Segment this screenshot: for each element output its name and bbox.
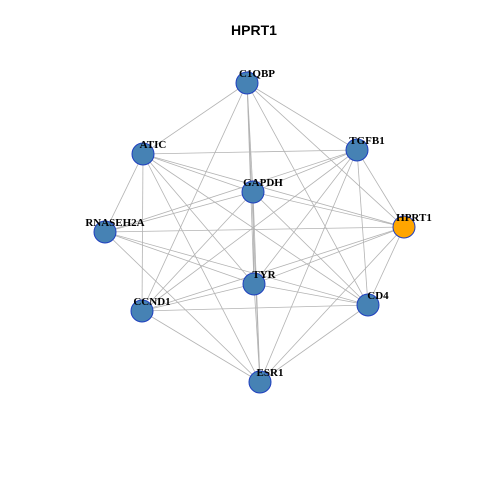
edge-gapdh-hprt1 (252, 191, 405, 228)
node-label-atic: ATIC (140, 139, 167, 151)
edge-hprt1-cd4 (367, 226, 405, 306)
edge-ccnd1-cd4 (141, 304, 369, 312)
node-label-ccnd1: CCND1 (133, 296, 170, 308)
edge-atic-gapdh (142, 153, 254, 193)
edge-atic-hprt1 (142, 153, 405, 228)
node-atic[interactable] (131, 142, 155, 166)
edge-cd4-esr1 (259, 304, 369, 383)
diagram-title: HPRT1 (231, 22, 277, 38)
edge-rnaseh2a-atic (104, 153, 144, 233)
node-label-esr1: ESR1 (257, 367, 284, 379)
edge-ccnd1-esr1 (141, 310, 261, 383)
edge-atic-esr1 (142, 153, 261, 383)
node-label-cd4: CD4 (367, 290, 389, 302)
node-label-gapdh: GAPDH (243, 177, 283, 189)
node-esr1[interactable] (248, 370, 272, 394)
edge-tyr-esr1 (253, 283, 261, 383)
node-layer (93, 71, 416, 394)
edge-gapdh-rnaseh2a (104, 191, 254, 233)
edge-tgfb1-gapdh (252, 149, 358, 193)
edge-hprt1-esr1 (259, 226, 405, 383)
node-cd4[interactable] (356, 293, 380, 317)
edge-rnaseh2a-esr1 (104, 231, 261, 383)
edge-c1qbp-ccnd1 (141, 82, 248, 312)
node-hprt1[interactable] (392, 215, 416, 239)
node-gapdh[interactable] (241, 180, 265, 204)
edge-tgfb1-esr1 (259, 149, 358, 383)
node-label-hprt1: HPRT1 (396, 212, 432, 224)
edge-tgfb1-rnaseh2a (104, 149, 358, 233)
node-tyr[interactable] (242, 272, 266, 296)
edge-c1qbp-atic (142, 82, 248, 155)
edge-rnaseh2a-tyr (104, 231, 255, 285)
edge-atic-tgfb1 (142, 149, 358, 155)
edge-hprt1-tyr (253, 226, 405, 285)
edge-c1qbp-tgfb1 (246, 82, 358, 151)
node-tgfb1[interactable] (345, 138, 369, 162)
node-rnaseh2a[interactable] (93, 220, 117, 244)
node-label-tyr: TYR (252, 269, 276, 281)
edge-rnaseh2a-hprt1 (104, 226, 405, 233)
node-ccnd1[interactable] (130, 299, 154, 323)
edge-rnaseh2a-cd4 (104, 231, 369, 306)
edge-atic-ccnd1 (141, 153, 144, 312)
node-label-rnaseh2a: RNASEH2A (85, 217, 144, 229)
edge-tyr-cd4 (253, 283, 369, 306)
edge-tgfb1-hprt1 (356, 149, 405, 228)
edge-c1qbp-hprt1 (246, 82, 405, 228)
edge-tyr-ccnd1 (141, 283, 255, 312)
edge-tgfb1-ccnd1 (141, 149, 358, 312)
node-label-c1qbp: C1QBP (239, 68, 275, 80)
edge-hprt1-ccnd1 (141, 226, 405, 312)
node-label-tgfb1: TGFB1 (349, 135, 384, 147)
edge-atic-tyr (142, 153, 255, 285)
edge-layer (104, 82, 405, 383)
edge-gapdh-ccnd1 (141, 191, 254, 312)
edge-c1qbp-cd4 (246, 82, 369, 306)
edge-tgfb1-tyr (253, 149, 358, 285)
node-c1qbp[interactable] (235, 71, 259, 95)
edge-gapdh-cd4 (252, 191, 369, 306)
